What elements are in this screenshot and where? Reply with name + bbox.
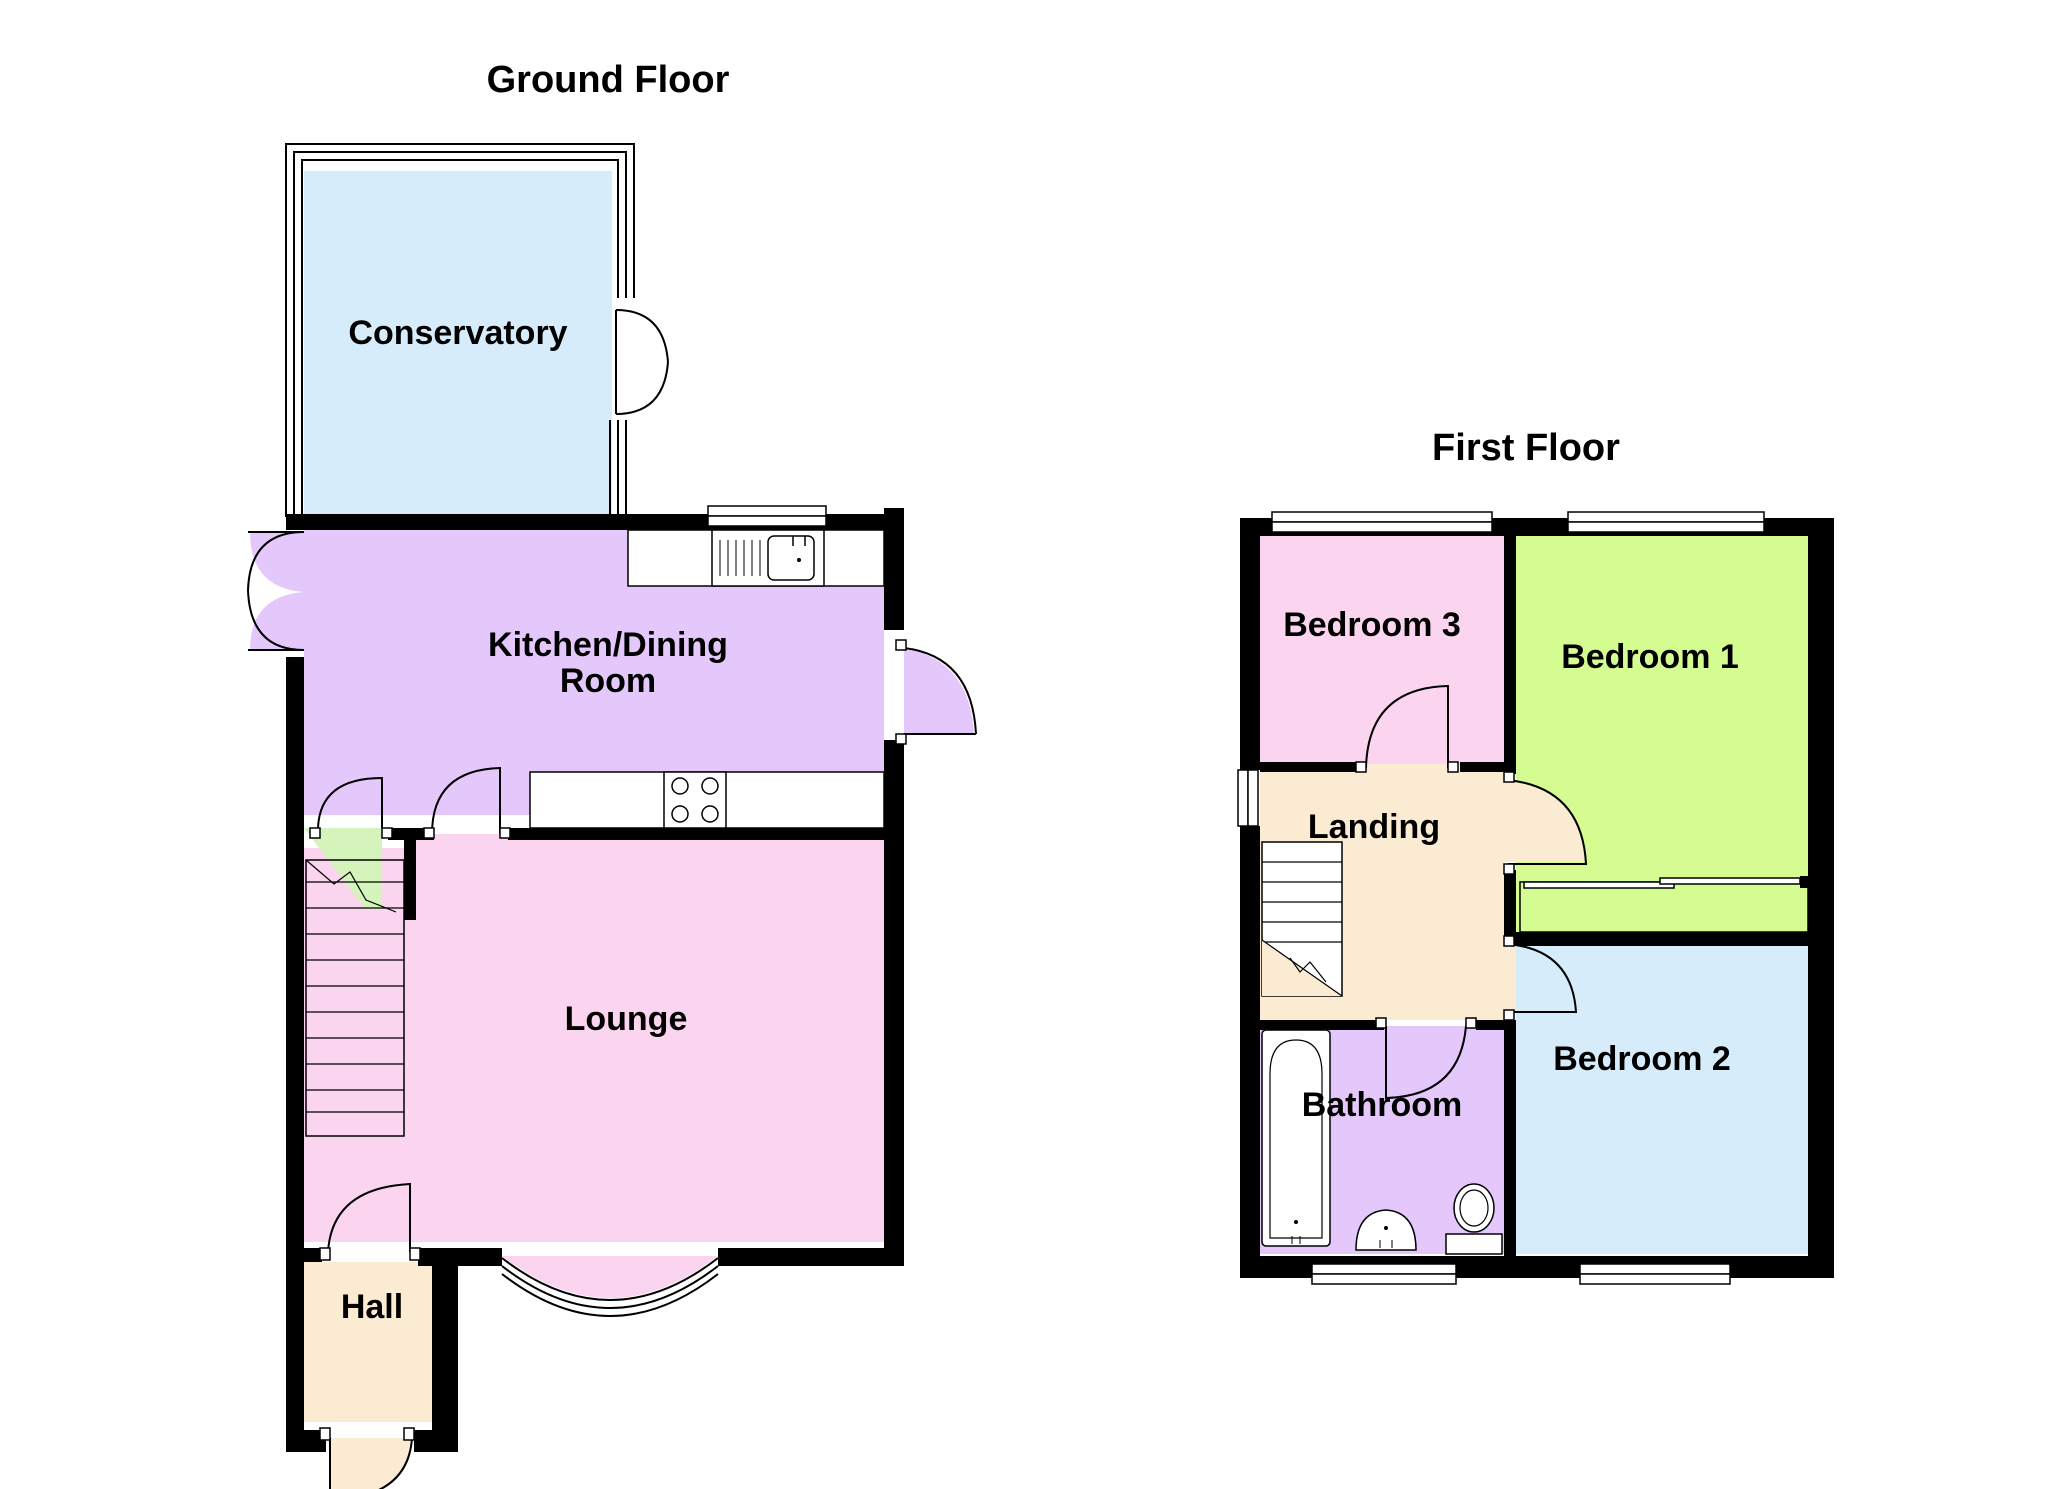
wall-cupboard-right (404, 828, 416, 920)
wall-hall-top-left (286, 1248, 322, 1262)
lounge-bay-window (501, 1257, 719, 1317)
hall-label: Hall (341, 1288, 403, 1326)
wall-kitchen-lounge (508, 828, 884, 840)
conservatory-frame (285, 143, 635, 517)
landing-label: Landing (1308, 808, 1440, 846)
bathtub (1261, 1029, 1331, 1247)
wall-bed1-bed2 (1504, 932, 1808, 946)
wall-right-lower (884, 740, 904, 1262)
lounge-label: Lounge (565, 1000, 688, 1038)
conservatory-label: Conservatory (348, 314, 567, 352)
lounge-bay-area (502, 1256, 718, 1298)
wall-ff-right (1808, 518, 1834, 1278)
kitchen-side-door (895, 639, 977, 745)
wall-left-outer (286, 657, 304, 1439)
bedroom1-door (1503, 771, 1588, 875)
ground-floor-stairs (305, 859, 405, 1137)
conservatory-area (304, 171, 612, 514)
front-door (319, 1427, 415, 1489)
kitchen-dining-label-line1: Kitchen/Dining (488, 626, 728, 664)
wall-kitchen-right-upper (884, 508, 904, 630)
cupboard-door (309, 776, 393, 839)
bedroom2-label: Bedroom 2 (1553, 1040, 1731, 1078)
first-floor: First Floor Bedroom 3 Bedroom 1 Landing … (1237, 427, 1834, 1285)
bedroom3-area (1260, 536, 1504, 764)
kitchen-lounge-door (423, 766, 511, 839)
wall-ff-left-upper (1240, 518, 1260, 770)
landing-door-swing-area (1504, 780, 1586, 862)
wall-landing-bath-right (1476, 1020, 1516, 1030)
bathroom-window (1311, 1263, 1457, 1285)
bedroom1-wardrobe (1519, 876, 1809, 933)
hall-inner-door (319, 1182, 421, 1261)
wall-bed3-landing-left (1260, 762, 1356, 772)
conservatory-french-doors (615, 309, 669, 415)
bedroom1-label: Bedroom 1 (1561, 638, 1739, 676)
kitchen-worktop-top (627, 529, 885, 587)
first-floor-stairs (1261, 841, 1343, 997)
wall-lounge-bottom-left (418, 1248, 502, 1266)
kitchen-window (707, 505, 827, 527)
kitchen-dining-label-line2: Room (560, 662, 656, 700)
landing-window (1237, 769, 1259, 827)
first-floor-title: First Floor (1432, 427, 1620, 469)
wall-ff-left-lower (1240, 826, 1260, 1278)
wall-landing-bath-left (1260, 1020, 1384, 1030)
bedroom3-door (1355, 684, 1459, 773)
wall-hall-bottom-right (414, 1430, 458, 1452)
hall-area (304, 1262, 432, 1422)
wall-landing-bed1 (1504, 870, 1516, 936)
bathroom-door (1375, 1017, 1477, 1100)
ground-floor-title: Ground Floor (487, 59, 730, 101)
bedroom1-window (1567, 511, 1765, 533)
toilet (1445, 1183, 1503, 1255)
cupboard-area (304, 828, 382, 910)
bedroom2-door (1503, 935, 1578, 1021)
ground-floor: Ground Floor Conservatory Kitchen/Dining… (247, 59, 977, 1489)
bedroom2-window (1579, 1263, 1731, 1285)
bedroom3-label: Bedroom 3 (1283, 606, 1461, 644)
wall-bed3-bed1 (1504, 536, 1516, 774)
bedroom2-area (1516, 944, 1808, 1254)
wall-bed3-landing-right (1460, 762, 1514, 772)
wall-hall-bottom-left (286, 1430, 326, 1452)
washbasin (1355, 1209, 1417, 1251)
bedroom3-window (1271, 511, 1493, 533)
lounge-area (412, 834, 884, 1242)
bedroom1-area (1516, 536, 1808, 932)
kitchen-worktop-bottom (529, 771, 885, 829)
bathroom-label: Bathroom (1302, 1086, 1463, 1124)
wall-hall-right (432, 1262, 458, 1452)
kitchen-french-doors (247, 531, 305, 651)
wall-bath-bed2 (1504, 1020, 1516, 1256)
wall-lounge-bottom-right (718, 1248, 904, 1266)
